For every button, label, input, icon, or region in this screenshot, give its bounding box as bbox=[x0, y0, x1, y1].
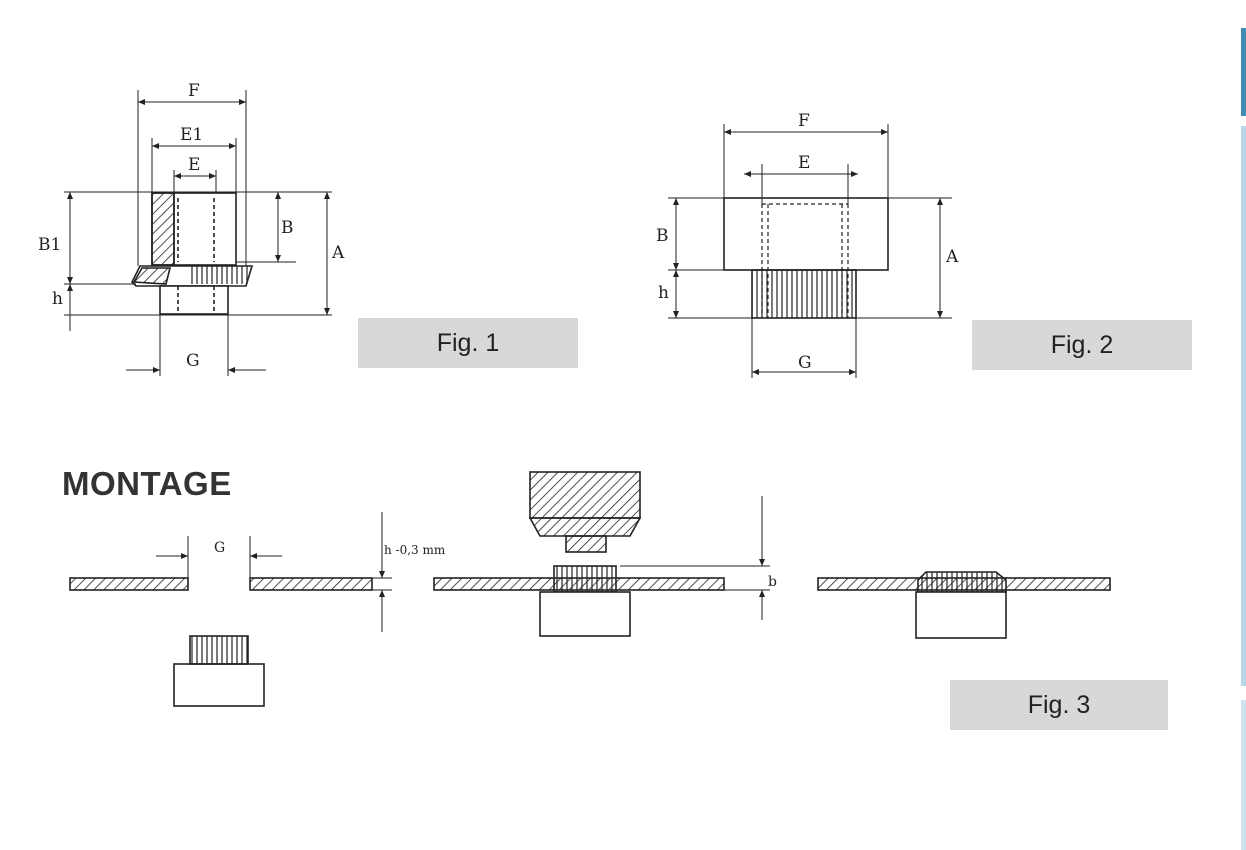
fig1-dim-A: A bbox=[331, 243, 345, 263]
edge-accent-bar bbox=[1241, 700, 1246, 850]
fig2-dim-B: B bbox=[656, 226, 669, 246]
fig2-dim-A: A bbox=[945, 247, 959, 267]
fig1-labels: F E1 E B1 B A h G bbox=[38, 81, 345, 371]
montage-title: MONTAGE bbox=[62, 465, 232, 502]
fig1-dim-F: F bbox=[188, 81, 200, 101]
fig2-dim-G: G bbox=[798, 353, 812, 373]
fig1-caption: Fig. 1 bbox=[358, 318, 578, 368]
edge-accent-bar bbox=[1241, 126, 1246, 686]
fig1-dim-E1: E1 bbox=[180, 125, 203, 145]
fig3-labels: G h -0,3 mm b bbox=[214, 540, 777, 590]
fig3-drawing bbox=[69, 471, 1111, 707]
fig2-caption: Fig. 2 bbox=[972, 320, 1192, 370]
fig1-dim-B1: B1 bbox=[38, 235, 61, 255]
fig2-dim-E: E bbox=[798, 153, 810, 173]
fig3-hole-note: h -0,3 mm bbox=[384, 543, 446, 557]
fig1-dim-G: G bbox=[186, 351, 200, 371]
fig2-drawing bbox=[668, 124, 952, 378]
fig1-dim-E: E bbox=[188, 155, 200, 175]
fig2-labels: F E B A h G bbox=[656, 111, 959, 373]
fig2-dim-h: h bbox=[658, 283, 669, 303]
fig2-dim-F: F bbox=[798, 111, 810, 131]
fig3-caption: Fig. 3 bbox=[950, 680, 1168, 730]
fig3-dim-b: b bbox=[768, 574, 777, 590]
fig3-dim-G: G bbox=[214, 540, 225, 556]
edge-accent-bar bbox=[1241, 28, 1246, 116]
fig1-dim-B: B bbox=[281, 218, 294, 238]
fig1-dim-h: h bbox=[52, 289, 63, 309]
fig1-drawing bbox=[64, 90, 332, 376]
